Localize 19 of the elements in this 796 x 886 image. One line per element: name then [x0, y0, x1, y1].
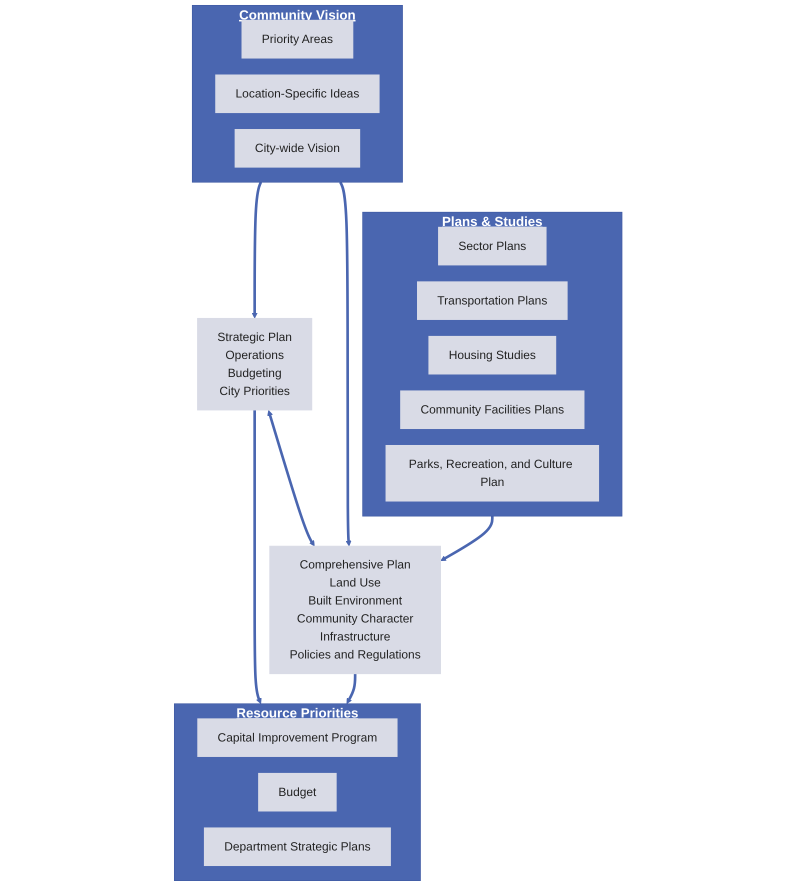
node-box: Budget: [258, 772, 336, 812]
node-box: City-wide Vision: [234, 129, 360, 168]
node-box: Capital Improvement Program: [197, 718, 398, 757]
arrow: [339, 182, 352, 546]
node-box: Parks, Recreation, and Culture Plan: [385, 444, 599, 502]
node-box: Department Strategic Plans: [204, 827, 391, 866]
node-box: Housing Studies: [428, 336, 556, 374]
node-box: Strategic Plan Operations Budgeting City Priorities: [196, 318, 312, 410]
node-box: Priority Areas: [241, 20, 354, 59]
arrow: [253, 410, 262, 704]
node-box: Location-Specific Ideas: [215, 74, 380, 114]
node-box: Comprehensive Plan Land Use Built Environment Community Character Infrastructure Policies and Regulations: [269, 546, 441, 674]
node-box: Transportation Plans: [416, 281, 568, 320]
node-box: Sector Plans: [438, 226, 546, 266]
arrow: [440, 516, 494, 562]
arrow: [346, 674, 356, 704]
arrow: [252, 182, 262, 319]
arrow: [267, 410, 315, 546]
node-box: Community Facilities Plans: [400, 390, 584, 430]
